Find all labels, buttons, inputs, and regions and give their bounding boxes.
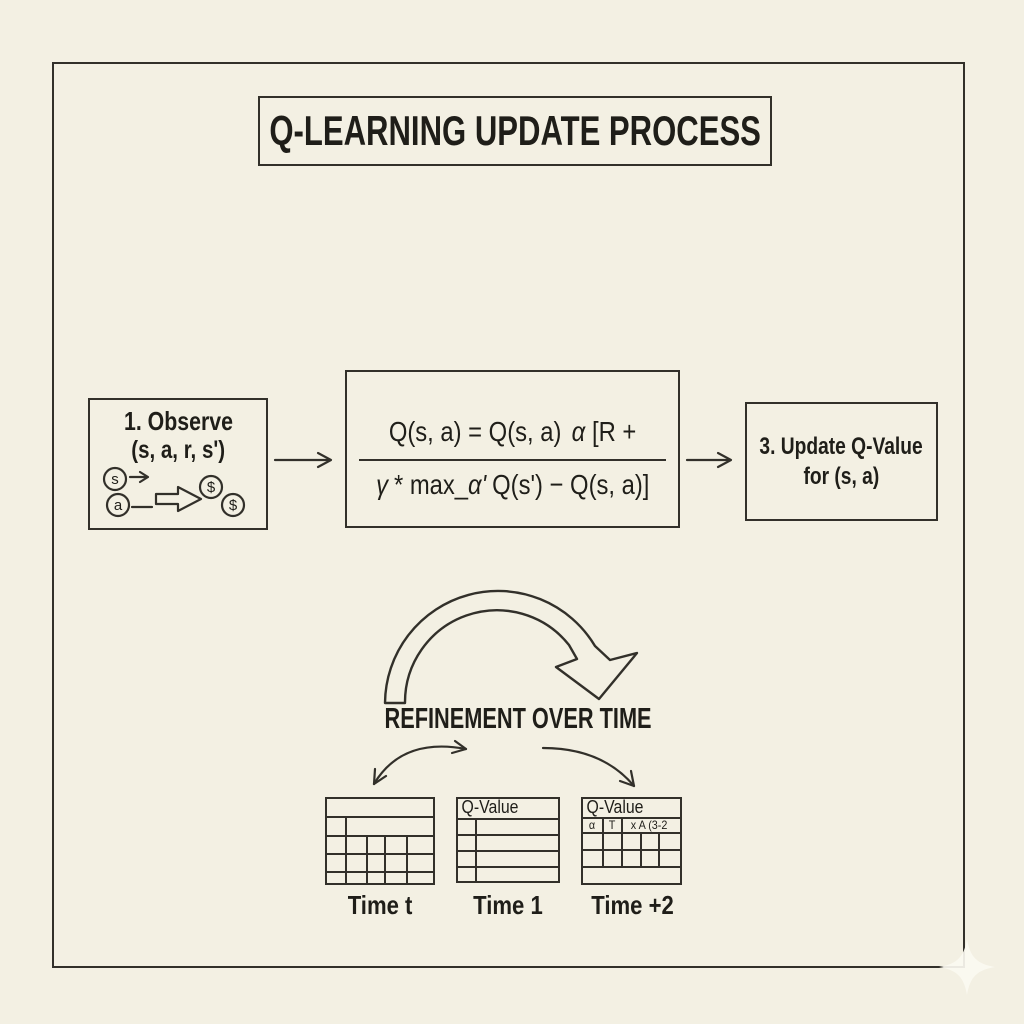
step1-heading: 1. Observe xyxy=(123,406,233,436)
svg-text:a: a xyxy=(114,497,123,514)
step3-line-1: 3. Update Q-Value xyxy=(759,432,924,460)
table2-label: Time 1 xyxy=(473,890,543,920)
qtable-time-2: Q-Value α T x A (3-2 xyxy=(581,797,682,885)
refine-arrow-right-icon xyxy=(541,746,636,788)
refinement-heading: REFINEMENT OVER TIME xyxy=(384,703,652,735)
action-circle-icon: a xyxy=(105,492,131,518)
outer-frame xyxy=(52,62,965,968)
formula-line-1: Q(s, a) = Q(s, a)α[R + xyxy=(388,416,637,447)
svg-text:$: $ xyxy=(229,497,238,514)
reward-circle-icon: $ xyxy=(198,474,224,500)
small-right-arrow-icon xyxy=(128,470,150,484)
title-box: Q-LEARNING UPDATE PROCESS xyxy=(258,96,772,166)
refine-arrow-left-icon xyxy=(372,739,468,786)
state-circle-icon: s xyxy=(102,466,128,492)
step1-tuple: (s, a, r, s') xyxy=(131,436,225,464)
svg-text:s: s xyxy=(111,471,119,488)
page-title: Q-LEARNING UPDATE PROCESS xyxy=(269,107,761,154)
qtable2-header: Q-Value xyxy=(586,797,644,817)
step1-observe-box: 1. Observe (s, a, r, s') s a $ $ xyxy=(88,398,268,530)
qtable-time-1: Q-Value xyxy=(456,797,560,883)
refine-arrows xyxy=(372,739,636,788)
flow-arrow-1-icon xyxy=(273,451,333,469)
qtable1-header: Q-Value xyxy=(461,797,519,817)
formula-box: Q(s, a) = Q(s, a)α[R + γ* max_α'Q(s') − … xyxy=(345,370,680,528)
step3-update-box: 3. Update Q-Value for (s, a) xyxy=(745,402,938,521)
reward-circle-icon-2: $ xyxy=(220,492,246,518)
flow-arrow-2-icon xyxy=(685,451,733,469)
svg-text:$: $ xyxy=(207,479,216,496)
formula-divider xyxy=(359,459,666,461)
table3-label: Time +2 xyxy=(591,890,675,920)
cycle-arc-arrow-icon xyxy=(383,589,639,705)
step3-line-2: for (s, a) xyxy=(803,462,880,490)
sparkle-icon xyxy=(939,939,995,995)
formula-line-2: γ* max_α'Q(s') − Q(s, a)] xyxy=(375,469,650,500)
observe-icons: s a $ $ xyxy=(102,466,246,518)
block-arrow-icon xyxy=(154,485,203,513)
qtable-time-t xyxy=(325,797,435,885)
table1-label: Time t xyxy=(347,890,413,920)
